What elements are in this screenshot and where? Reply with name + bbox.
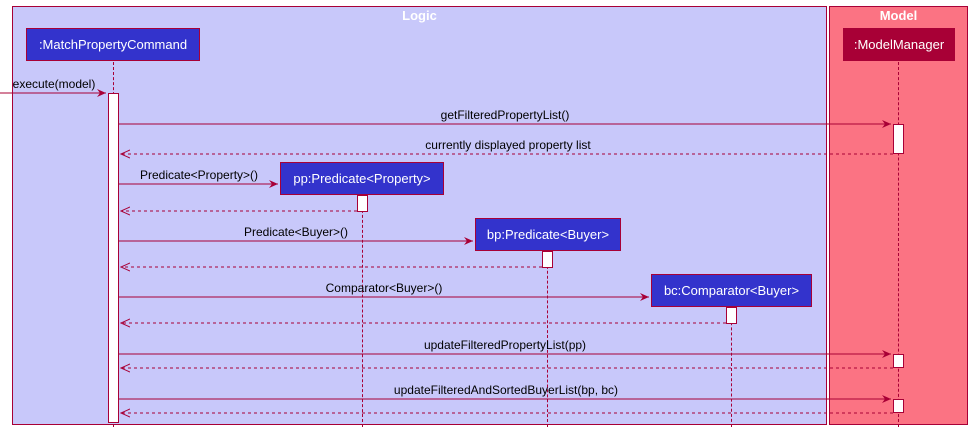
logic-lane-title: Logic [402,8,437,23]
label-update-filtered-sorted: updateFilteredAndSortedBuyerList(bp, bc) [393,383,619,397]
participant-bp: bp:Predicate<Buyer> [475,218,621,251]
participant-bc: bc:Comparator<Buyer> [651,274,812,307]
lifeline-pp [362,195,363,427]
label-displayed-list: currently displayed property list [425,138,591,152]
model-lane-title: Model [879,8,918,23]
lifeline-bc [731,307,732,427]
participant-pp: pp:Predicate<Property> [280,162,444,195]
lifeline-bp [547,251,548,427]
activation-bc [726,307,737,324]
lifeline-model-manager [898,62,899,427]
label-comparator-buyer: Comparator<Buyer>() [325,281,443,295]
activation-model-manager-2 [893,354,904,368]
label-update-filtered: updateFilteredPropertyList(pp) [423,338,587,352]
activation-match-command [108,93,119,423]
activation-model-manager-3 [893,399,904,413]
activation-bp [542,251,553,268]
label-execute: execute(model) [12,77,96,91]
participant-model-manager: :ModelManager [843,28,955,61]
participant-match-command: :MatchPropertyCommand [26,28,200,61]
label-predicate-buyer: Predicate<Buyer>() [243,225,349,239]
label-get-filtered: getFilteredPropertyList() [440,108,570,122]
activation-model-manager-1 [893,124,904,154]
logic-lane: Logic [12,6,827,425]
label-predicate-property: Predicate<Property>() [139,168,259,182]
activation-pp [357,195,368,212]
